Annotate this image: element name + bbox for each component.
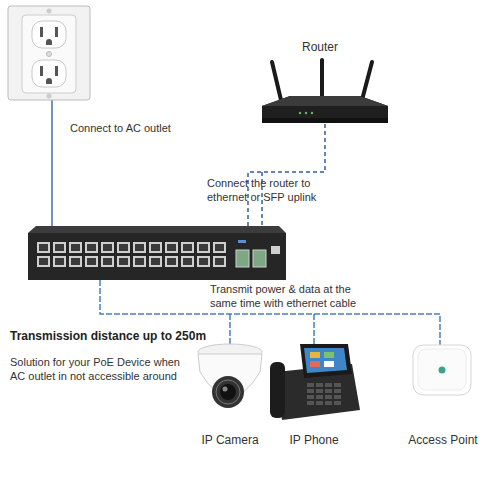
led (299, 112, 301, 114)
wires (52, 100, 440, 345)
screen-tile (310, 361, 320, 367)
device-label: IP Phone (268, 433, 360, 448)
note-text: Connect to AC outlet (70, 121, 210, 135)
phone-keypad (306, 382, 342, 406)
device-node: Access Point (397, 340, 489, 448)
sfp-port (236, 250, 249, 267)
note-text: Transmission distance up to 250m (10, 329, 225, 343)
device-node: IP Camera (187, 340, 273, 448)
access-point-illustration (413, 345, 471, 395)
outlet-face (22, 15, 76, 93)
poe-wire (313, 314, 315, 345)
router-body (262, 96, 388, 120)
power-wire (51, 100, 53, 232)
socket-slot (40, 66, 43, 76)
socket (32, 60, 66, 87)
ip-phone-illustration (270, 344, 360, 420)
switch-top (28, 226, 286, 233)
screen-tile (310, 352, 320, 358)
router-top (262, 96, 388, 106)
device-node: IP Phone (268, 340, 360, 448)
device-label: Router (250, 40, 390, 55)
ap-face (418, 349, 466, 390)
ip-camera-illustration (198, 344, 262, 408)
ap-body (413, 345, 471, 395)
screw (47, 52, 52, 57)
outlet-plate (8, 6, 90, 100)
phone-screen-frame (300, 344, 352, 378)
device-node: Router (250, 40, 390, 135)
router-base (262, 118, 388, 123)
poe-switch (28, 226, 286, 280)
ground-hole (46, 78, 52, 84)
camera-ring (216, 380, 240, 404)
note-text: Connect the router to ethernet or SFP up… (207, 176, 337, 204)
antenna (272, 62, 281, 100)
ground-hole (46, 39, 52, 45)
phone-screen (304, 348, 347, 373)
sfp-port (253, 250, 266, 267)
brand-mark (238, 240, 246, 243)
camera-housing (212, 376, 244, 408)
poe-wire (229, 314, 231, 345)
device-label: Access Point (397, 433, 489, 448)
socket (32, 21, 66, 48)
screw (47, 94, 52, 99)
socket-slot (55, 27, 58, 37)
rj45-ports (36, 241, 228, 269)
screw (47, 9, 52, 14)
switch-body (28, 233, 286, 280)
lens-highlight (223, 387, 228, 392)
screen-tile (324, 352, 334, 358)
screen-tile (324, 361, 334, 367)
socket-slot (40, 27, 43, 37)
note-text: Transmit power & data at the same time w… (210, 282, 378, 310)
socket-slot (55, 66, 58, 76)
ap-logo (439, 367, 446, 374)
note-text: Solution for your PoE Device when AC out… (10, 355, 194, 383)
console-port (271, 246, 280, 254)
led (305, 112, 307, 114)
ac-outlet (8, 6, 90, 100)
antenna (320, 60, 324, 97)
router-illustration (262, 60, 388, 123)
antenna (362, 62, 372, 100)
led (311, 112, 313, 114)
camera-lens (220, 384, 236, 400)
device-label: IP Camera (187, 433, 273, 448)
phone-handset (270, 362, 285, 418)
